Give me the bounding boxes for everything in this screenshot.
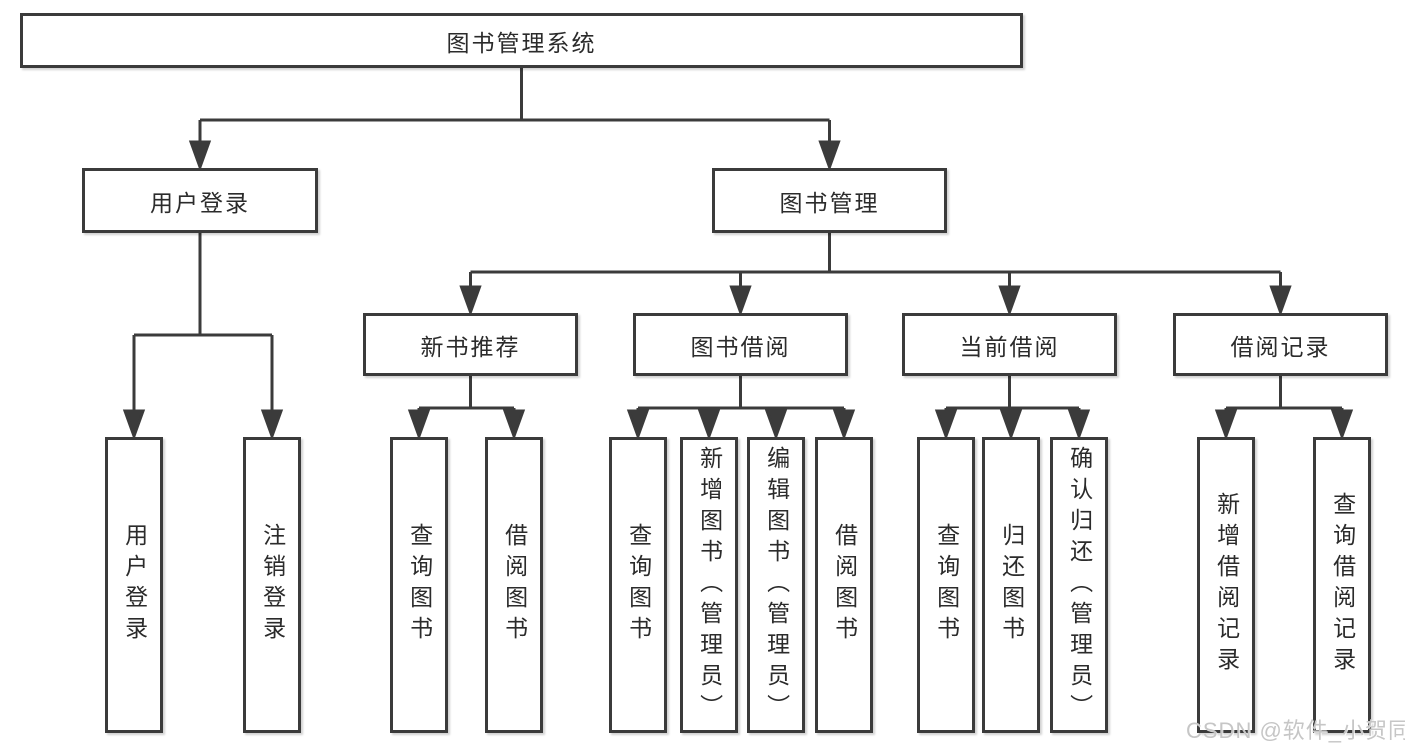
leaf-label: 新增借阅记录 bbox=[1213, 492, 1240, 678]
leaf-label: 查询图书 bbox=[933, 523, 960, 647]
leaf-user-login: 用户登录 bbox=[105, 437, 163, 733]
leaf-logout: 注销登录 bbox=[243, 437, 301, 733]
leaf-borrow-books-recommend: 借阅图书 bbox=[485, 437, 543, 733]
node-book-borrow: 图书借阅 bbox=[633, 313, 848, 376]
node-new-book-recommend: 新书推荐 bbox=[363, 313, 578, 376]
leaf-label: 编辑图书（管理员） bbox=[763, 445, 790, 725]
leaf-add-book-admin: 新增图书（管理员） bbox=[680, 437, 738, 733]
edges-root bbox=[188, 68, 841, 172]
leaf-add-borrow-record: 新增借阅记录 bbox=[1197, 437, 1255, 733]
leaf-label: 确认归还（管理员） bbox=[1066, 445, 1093, 725]
leaf-return-book: 归还图书 bbox=[982, 437, 1040, 733]
node-library-management-system: 图书管理系统 bbox=[20, 13, 1023, 68]
node-user-login: 用户登录 bbox=[82, 168, 318, 233]
edges-borrow-records bbox=[1214, 376, 1354, 441]
leaf-label: 借阅图书 bbox=[501, 523, 528, 647]
leaf-borrow-books-borrow: 借阅图书 bbox=[815, 437, 873, 733]
leaf-label: 借阅图书 bbox=[831, 523, 858, 647]
leaf-query-books-current: 查询图书 bbox=[917, 437, 975, 733]
leaf-query-books-recommend: 查询图书 bbox=[390, 437, 448, 733]
leaf-label: 新增图书（管理员） bbox=[696, 445, 723, 725]
csdn-watermark: CSDN @软件_小贺同学 bbox=[1186, 718, 1405, 743]
edges-user-login bbox=[122, 233, 284, 441]
leaf-label: 查询借阅记录 bbox=[1329, 492, 1356, 678]
edges-book-borrow bbox=[626, 376, 856, 441]
leaf-label: 用户登录 bbox=[121, 523, 148, 647]
leaf-edit-book-admin: 编辑图书（管理员） bbox=[747, 437, 805, 733]
leaf-confirm-return-admin: 确认归还（管理员） bbox=[1050, 437, 1108, 733]
leaf-query-books-borrow: 查询图书 bbox=[609, 437, 667, 733]
leaf-label: 查询图书 bbox=[406, 523, 433, 647]
edges-new-book-recommend bbox=[407, 376, 526, 441]
leaf-label: 归还图书 bbox=[998, 523, 1025, 647]
edges-book-management bbox=[459, 233, 1292, 317]
leaf-label: 注销登录 bbox=[259, 523, 286, 647]
leaf-query-borrow-record: 查询借阅记录 bbox=[1313, 437, 1371, 733]
edges-current-borrow bbox=[934, 376, 1091, 441]
node-current-borrow: 当前借阅 bbox=[902, 313, 1117, 376]
node-book-management: 图书管理 bbox=[712, 168, 947, 233]
leaf-label: 查询图书 bbox=[625, 523, 652, 647]
node-borrow-records: 借阅记录 bbox=[1173, 313, 1388, 376]
